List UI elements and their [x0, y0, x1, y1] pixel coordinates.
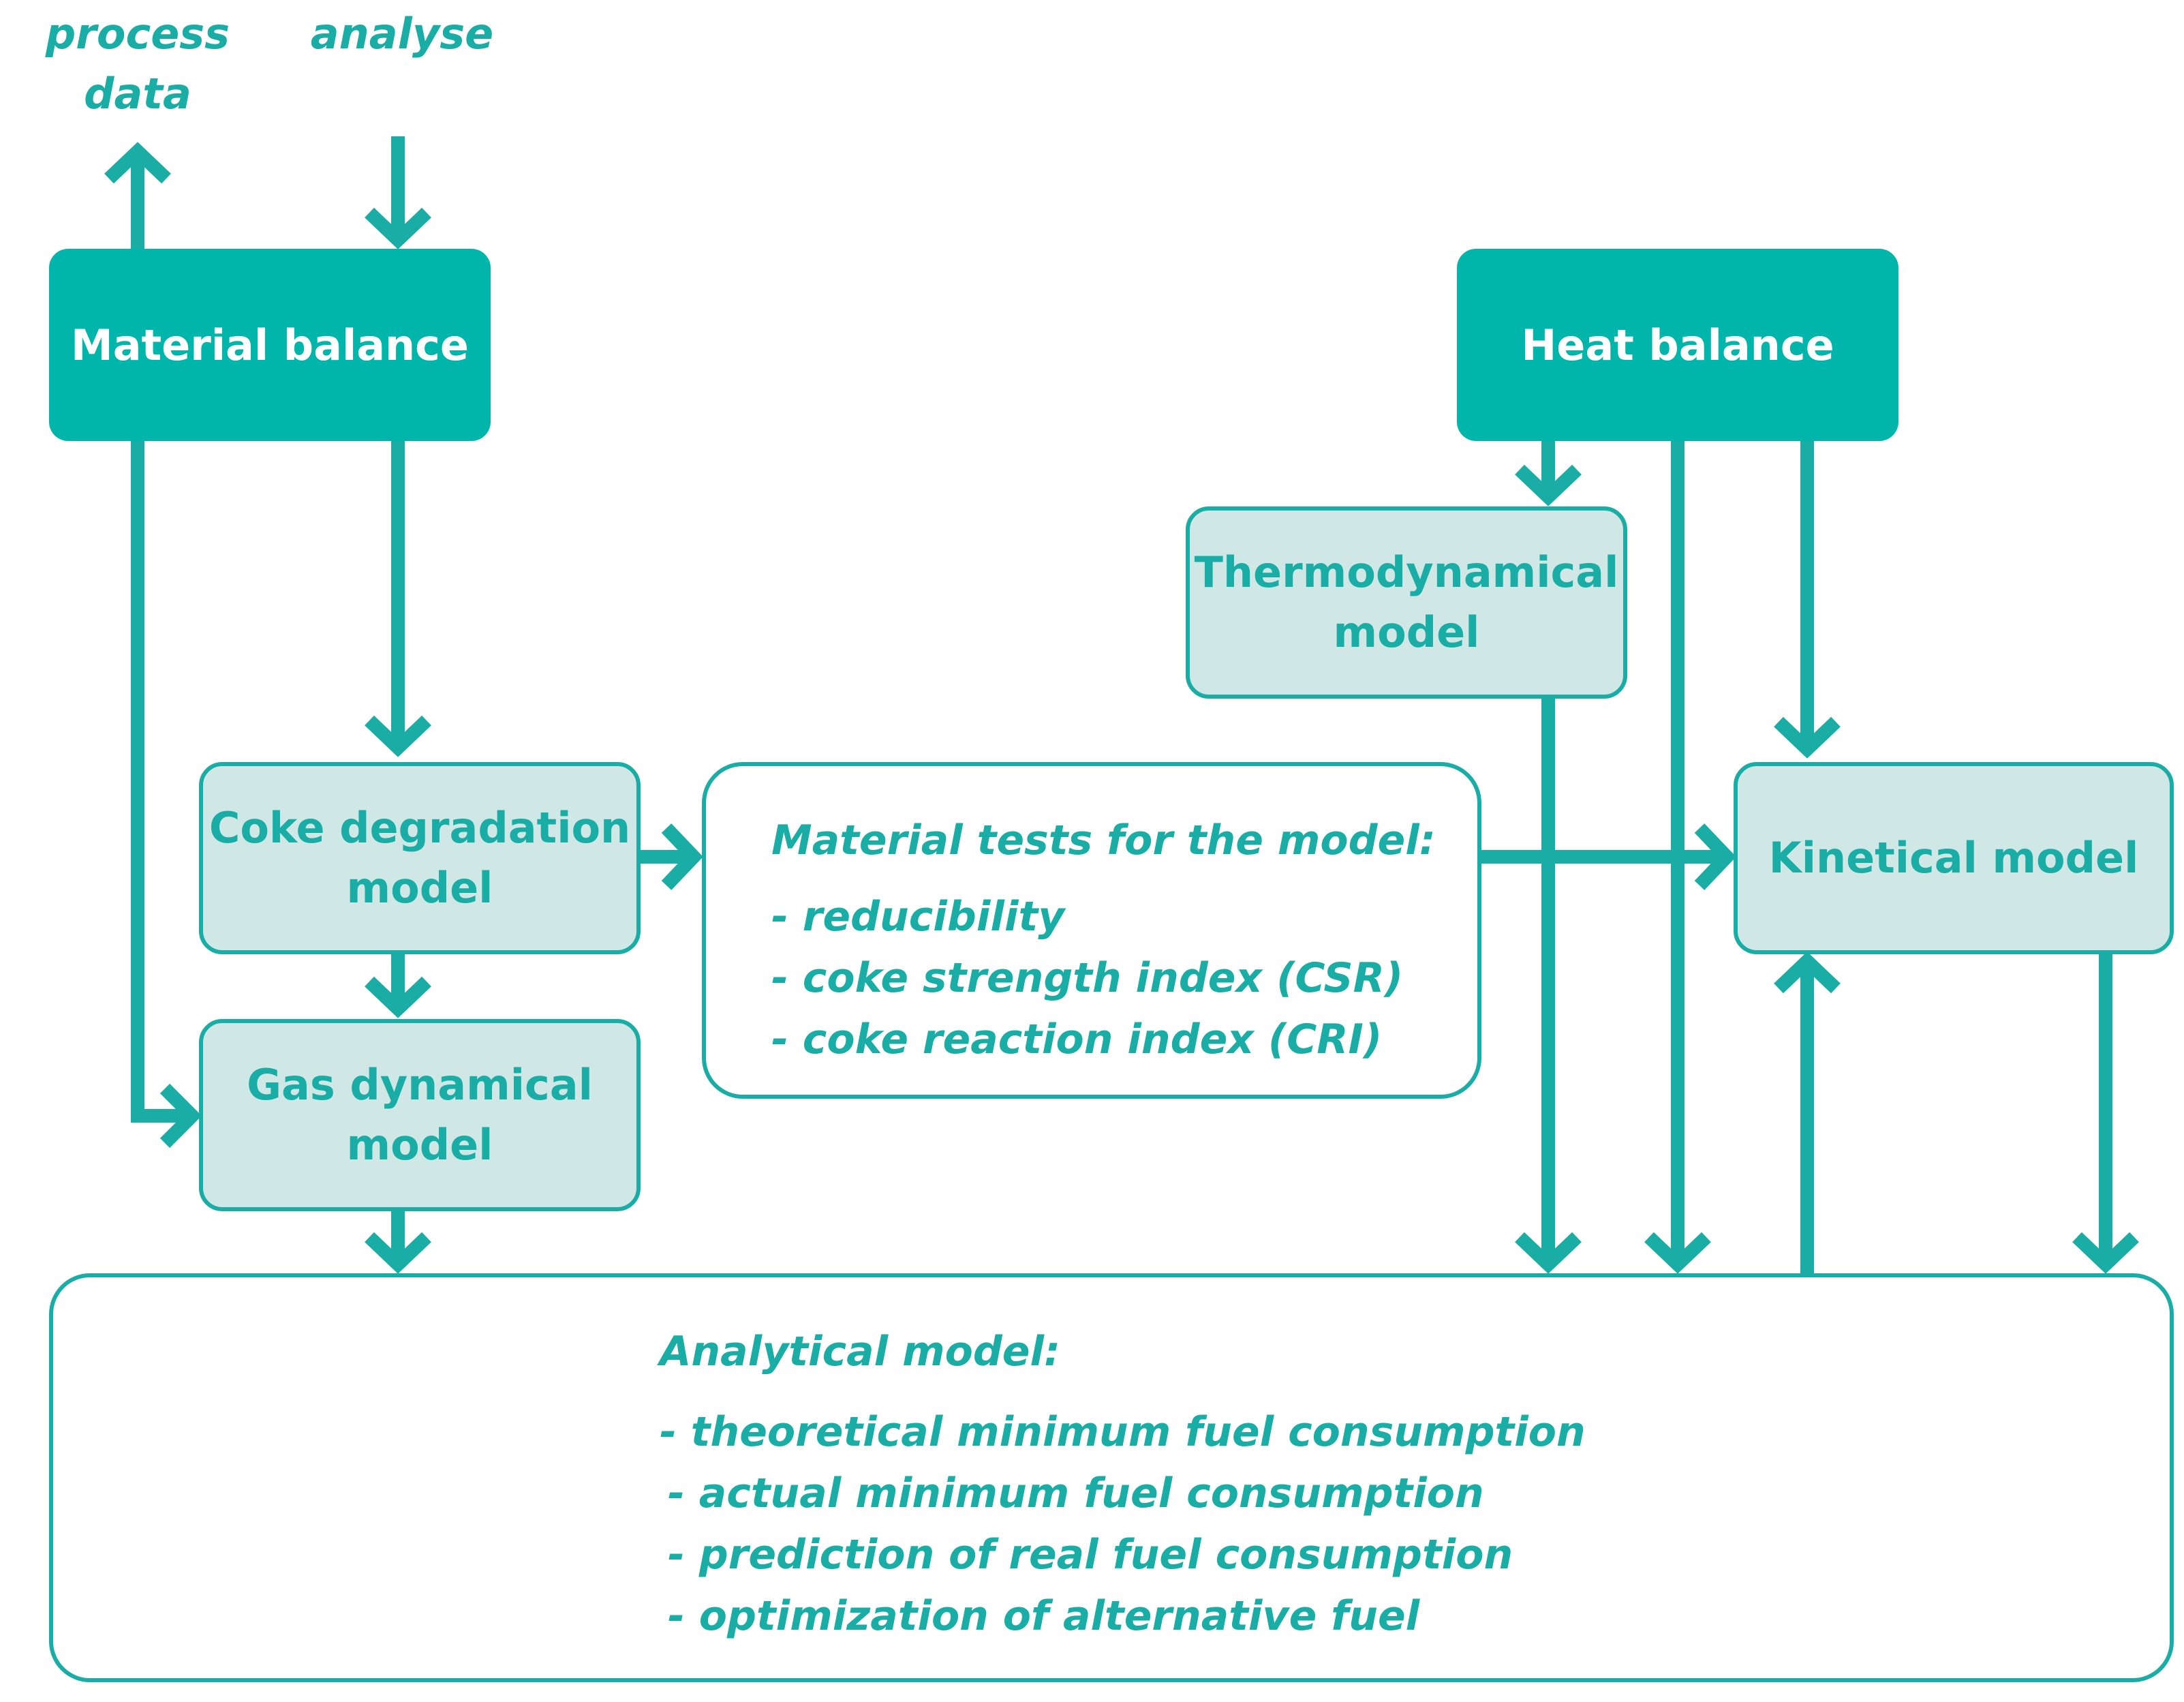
- gas-dynamical-model-box: Gas dynamical model: [199, 1019, 641, 1211]
- analytical-model-title: Analytical model:: [660, 1328, 1061, 1376]
- material-test-item: - reducibility: [771, 893, 1065, 941]
- analytical-model-item: - theoretical minimum fuel consumption: [660, 1408, 1586, 1456]
- arrow-kinetical-to-analytical: [2072, 953, 2139, 1274]
- arrow-to-process-data: [104, 142, 171, 251]
- thermodynamical-model-box: Thermodynamical model: [1186, 506, 1627, 699]
- gas-dynamical-model-label: Gas dynamical model: [247, 1060, 593, 1170]
- arrow-thermo-to-analytical: [1515, 695, 1582, 1274]
- arrow-gas-to-analytical: [365, 1210, 431, 1274]
- arrow-material-to-gas: [131, 440, 202, 1149]
- coke-degradation-model-label: Coke degradation model: [209, 803, 631, 913]
- material-tests-title: Material tests for the model:: [771, 817, 1436, 864]
- kinetical-model-label: Kinetical model: [1768, 833, 2139, 883]
- kinetical-model-box: Kinetical model: [1734, 762, 2174, 954]
- arrow-material-to-coke: [365, 440, 431, 757]
- heat-balance-label: Heat balance: [1521, 320, 1834, 370]
- material-balance-box: Material balance: [49, 249, 491, 441]
- arrow-analytical-to-kinetical: [1774, 952, 1841, 1273]
- process-data-label: process data: [45, 9, 230, 119]
- arrow-coke-to-tests: [637, 823, 703, 890]
- arrow-heat-to-kinetical: [1774, 440, 1841, 759]
- material-test-item: - coke strength index (CSR): [771, 954, 1404, 1002]
- heat-balance-box: Heat balance: [1457, 249, 1898, 441]
- analytical-model-item: - prediction of real fuel consumption: [668, 1531, 1513, 1579]
- coke-degradation-model-box: Coke degradation model: [199, 762, 641, 954]
- arrow-heat-to-analytical: [1644, 440, 1711, 1274]
- thermodynamical-model-label: Thermodynamical model: [1194, 547, 1619, 657]
- analytical-model-list: - theoretical minimum fuel consumption -…: [660, 1401, 1586, 1647]
- arrow-tests-to-kinetical: [1477, 823, 1736, 890]
- material-tests-list: - reducibility - coke strength index (CS…: [771, 886, 1403, 1070]
- analytical-model-box: Analytical model: - theoretical minimum …: [49, 1273, 2174, 1682]
- arrow-from-analyse: [365, 136, 431, 249]
- analytical-model-item: - actual minimum fuel consumption: [668, 1470, 1484, 1517]
- arrow-heat-to-thermo: [1515, 440, 1582, 506]
- analytical-model-item: - optimization of alternative fuel: [668, 1592, 1420, 1640]
- material-tests-box: Material tests for the model: - reducibi…: [702, 762, 1481, 1099]
- material-test-item: - coke reaction index (CRI): [771, 1016, 1383, 1063]
- arrow-coke-to-gas: [365, 954, 431, 1018]
- material-balance-label: Material balance: [71, 320, 469, 370]
- analyse-label: analyse: [310, 9, 494, 59]
